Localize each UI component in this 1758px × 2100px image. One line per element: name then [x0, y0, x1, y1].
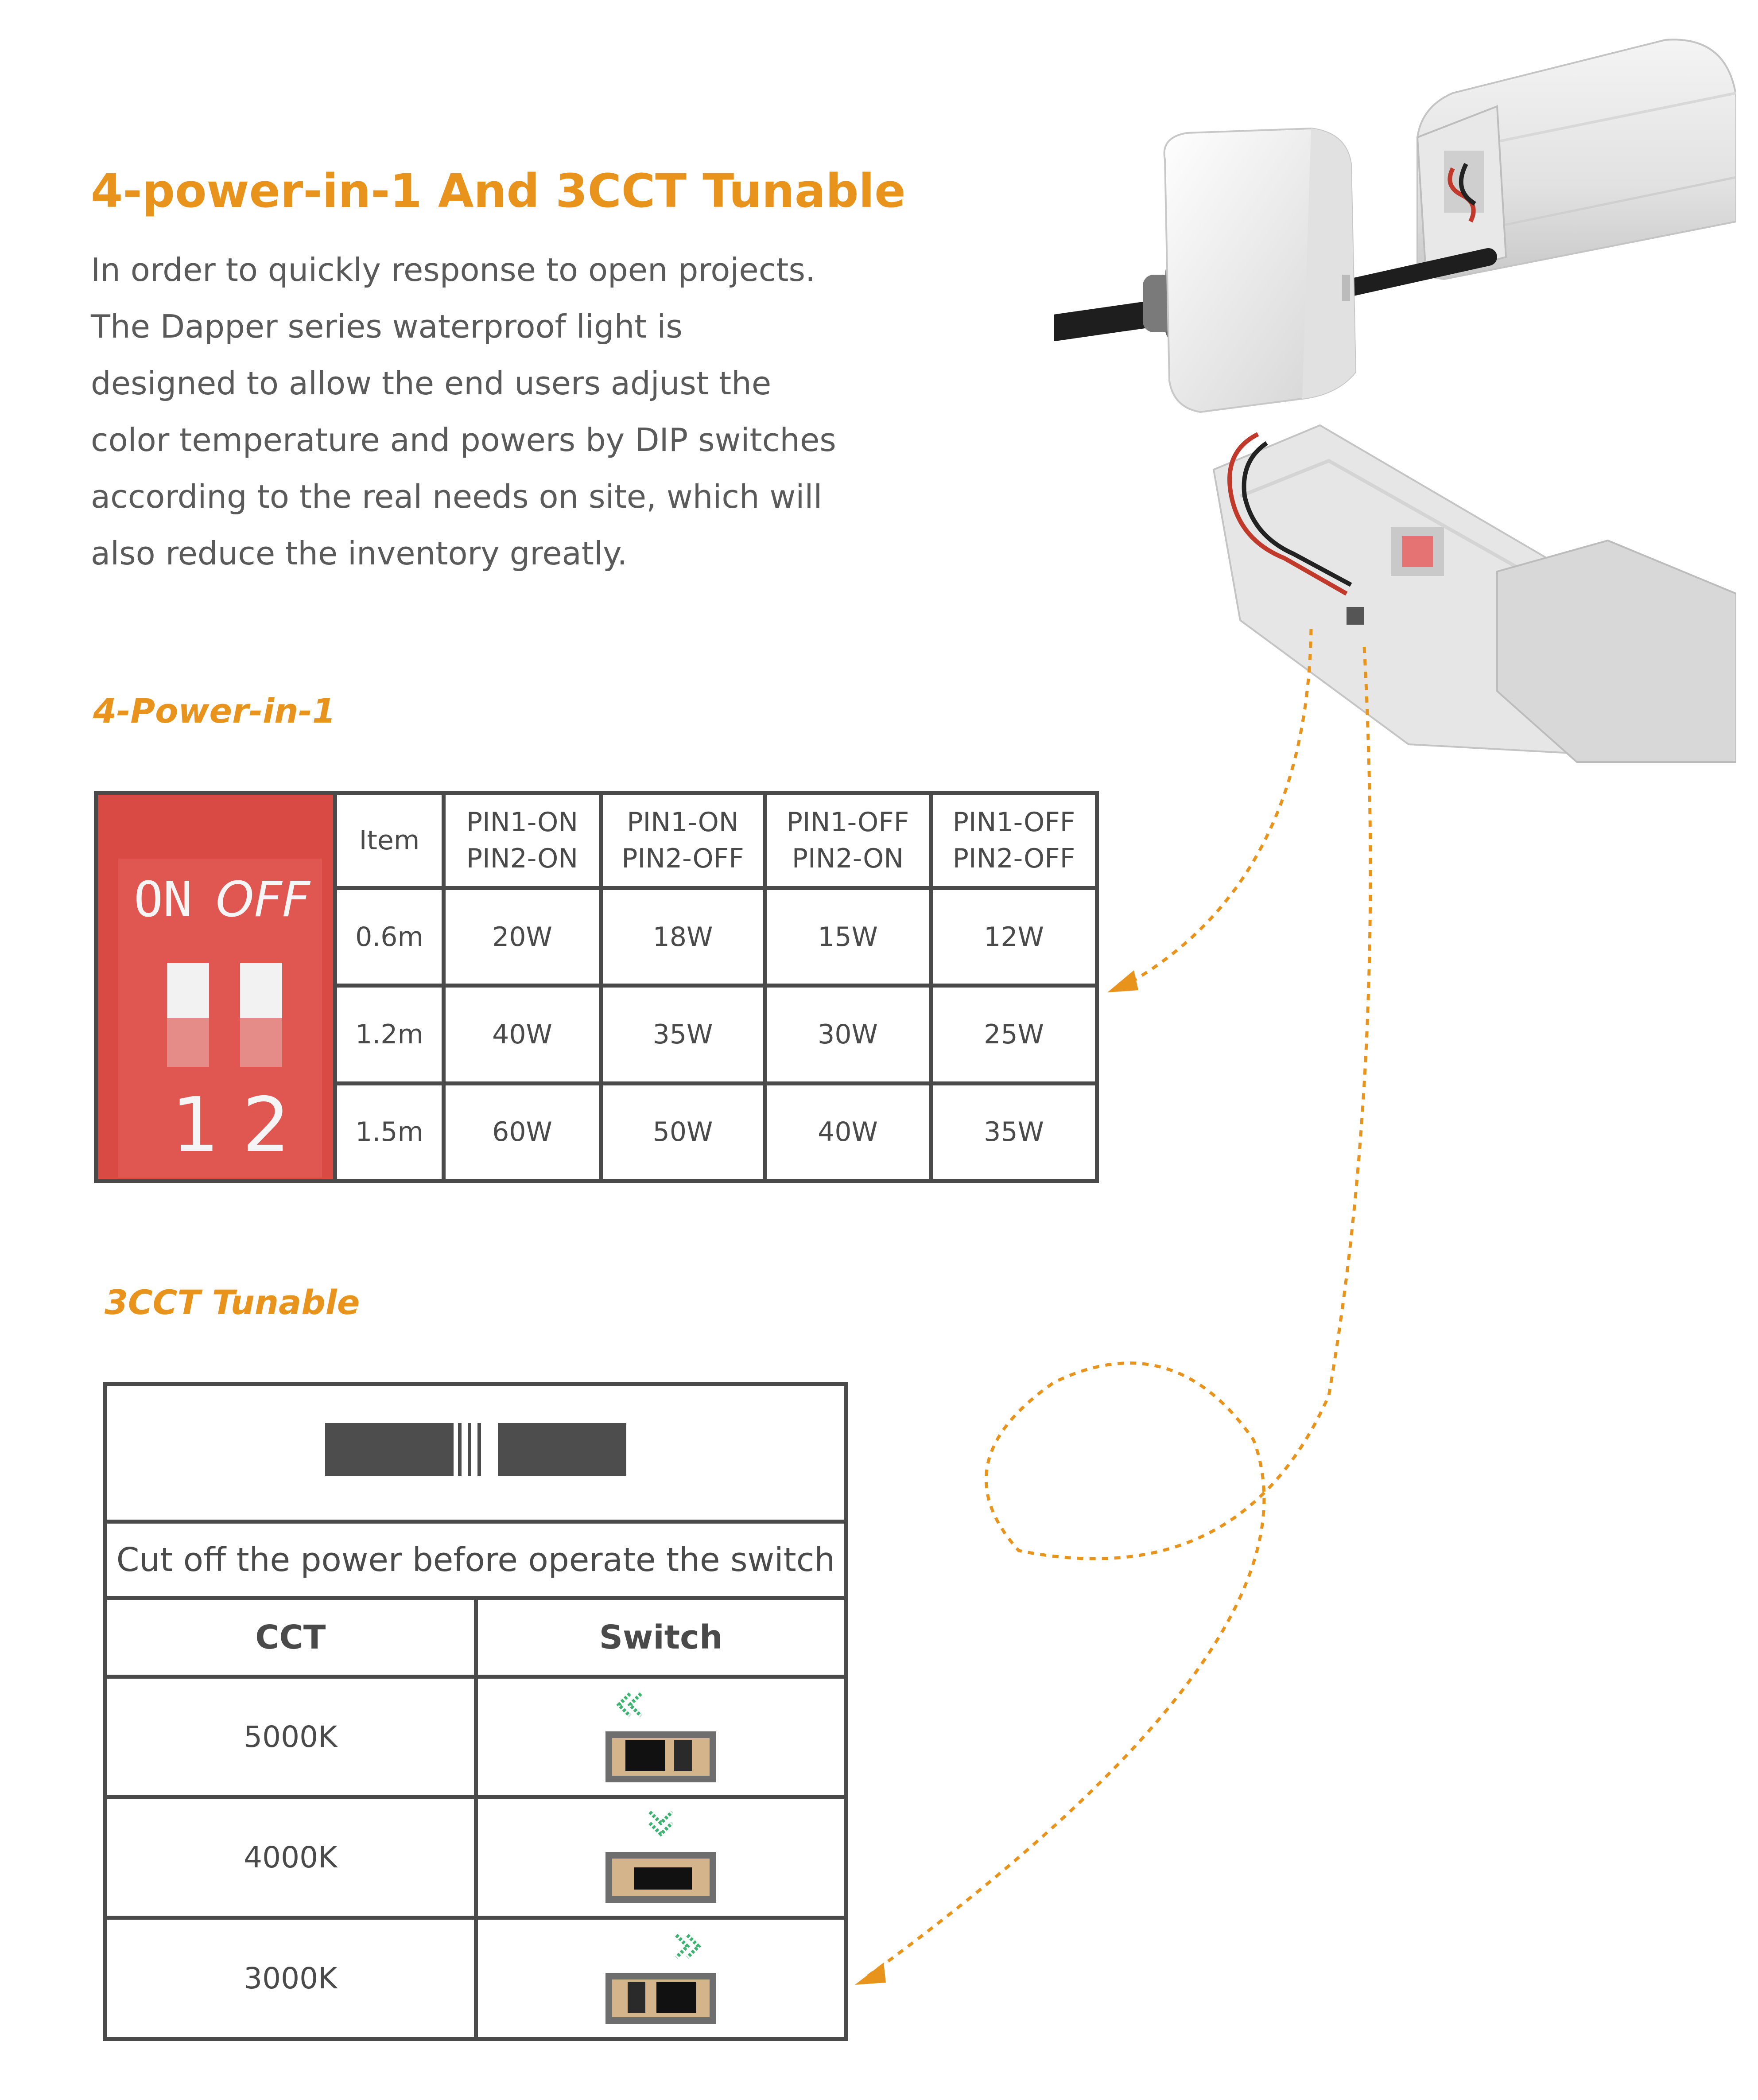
driver-closeup — [1212, 424, 1736, 763]
switch-position-center-icon — [605, 1810, 717, 1903]
table-row: 4000K — [103, 1795, 848, 1920]
warning-text: Cut off the power before operate the swi… — [103, 1520, 848, 1600]
dip-switch-photo — [1402, 536, 1433, 567]
intro-line: designed to allow the end users adjust t… — [91, 365, 772, 402]
dip-switch-icon: ON OFF 1 2 — [100, 796, 331, 1178]
power-cell: 15W — [763, 886, 933, 988]
cct-value: 5000K — [103, 1675, 478, 1799]
dip-switch-image: ON OFF 1 2 — [94, 791, 337, 1183]
length-cell: 0.6m — [333, 886, 446, 988]
section-heading-power: 4-Power-in-1 — [93, 691, 336, 731]
power-cell: 35W — [929, 1081, 1099, 1183]
switch-position-right-icon — [605, 1933, 717, 2024]
intro-line: according to the real needs on site, whi… — [91, 478, 823, 515]
intro-line: also reduce the inventory greatly. — [91, 535, 628, 572]
power-cable-inner — [1320, 248, 1497, 301]
intro-line: color temperature and powers by DIP swit… — [91, 421, 836, 459]
dip-number-1: 1 — [171, 1081, 219, 1169]
slide-switch-diagram-icon — [325, 1423, 626, 1476]
power-cell: 40W — [763, 1081, 933, 1183]
power-cell: 18W — [599, 886, 767, 988]
length-cell: 1.5m — [333, 1081, 446, 1183]
cct-value: 4000K — [103, 1795, 478, 1920]
chevrons-right-icon — [675, 1933, 701, 1959]
page-title: 4-power-in-1 And 3CCT Tunable — [91, 164, 906, 218]
table-row: 5000K — [103, 1675, 848, 1799]
table-row: 1.5m 60W 50W 40W 35W — [96, 1081, 1099, 1183]
cct-table: Cut off the power before operate the swi… — [103, 1382, 848, 2041]
chevrons-down-icon — [648, 1810, 674, 1837]
intro-line: The Dapper series waterproof light is — [91, 308, 683, 345]
switch-cell — [473, 1916, 848, 2041]
table-row: 3000K — [103, 1916, 848, 2041]
power-cell: 30W — [763, 984, 933, 1085]
table-row: 1.2m 40W 35W 30W 25W — [96, 984, 1099, 1085]
power-cell: 12W — [929, 886, 1099, 988]
power-cell: 25W — [929, 984, 1099, 1085]
intro-line: In order to quickly response to open pro… — [91, 251, 815, 288]
switch-diagram-cell — [103, 1382, 848, 1524]
length-cell: 1.2m — [333, 984, 446, 1085]
intro-paragraph: In order to quickly response to open pro… — [91, 241, 836, 582]
power-cell: 35W — [599, 984, 767, 1085]
dip-slot-2 — [240, 962, 282, 1067]
switch-cell — [473, 1675, 848, 1799]
dashed-connector-to-cct-table — [867, 646, 1372, 1977]
end-cap — [1163, 127, 1357, 413]
cct-value: 3000K — [103, 1916, 478, 2041]
header-cell-item: Item — [333, 791, 446, 890]
table-row: 0.6m 20W 18W 15W 12W — [96, 886, 1099, 988]
switch-cell — [473, 1795, 848, 1920]
power-cell: 40W — [442, 984, 603, 1085]
power-cell: 50W — [599, 1081, 767, 1183]
dip-off-label: OFF — [216, 871, 311, 928]
dashed-connector-to-power-table — [1120, 629, 1313, 990]
lamp-open-end — [1416, 105, 1507, 280]
dip-number-2: 2 — [242, 1081, 290, 1169]
product-illustration — [1054, 39, 1736, 763]
dip-slot-1 — [167, 962, 209, 1067]
switch-position-left-icon — [605, 1692, 717, 1782]
column-header-cct: CCT — [103, 1596, 478, 1679]
dip-on-label: ON — [134, 871, 192, 928]
arrow-head — [855, 1963, 886, 1985]
arrow-head — [1107, 970, 1138, 992]
power-cell: 60W — [442, 1081, 603, 1183]
chevrons-left-icon — [616, 1692, 643, 1717]
section-heading-cct: 3CCT Tunable — [105, 1283, 360, 1322]
column-header-switch: Switch — [473, 1596, 848, 1679]
power-cell: 20W — [442, 886, 603, 988]
